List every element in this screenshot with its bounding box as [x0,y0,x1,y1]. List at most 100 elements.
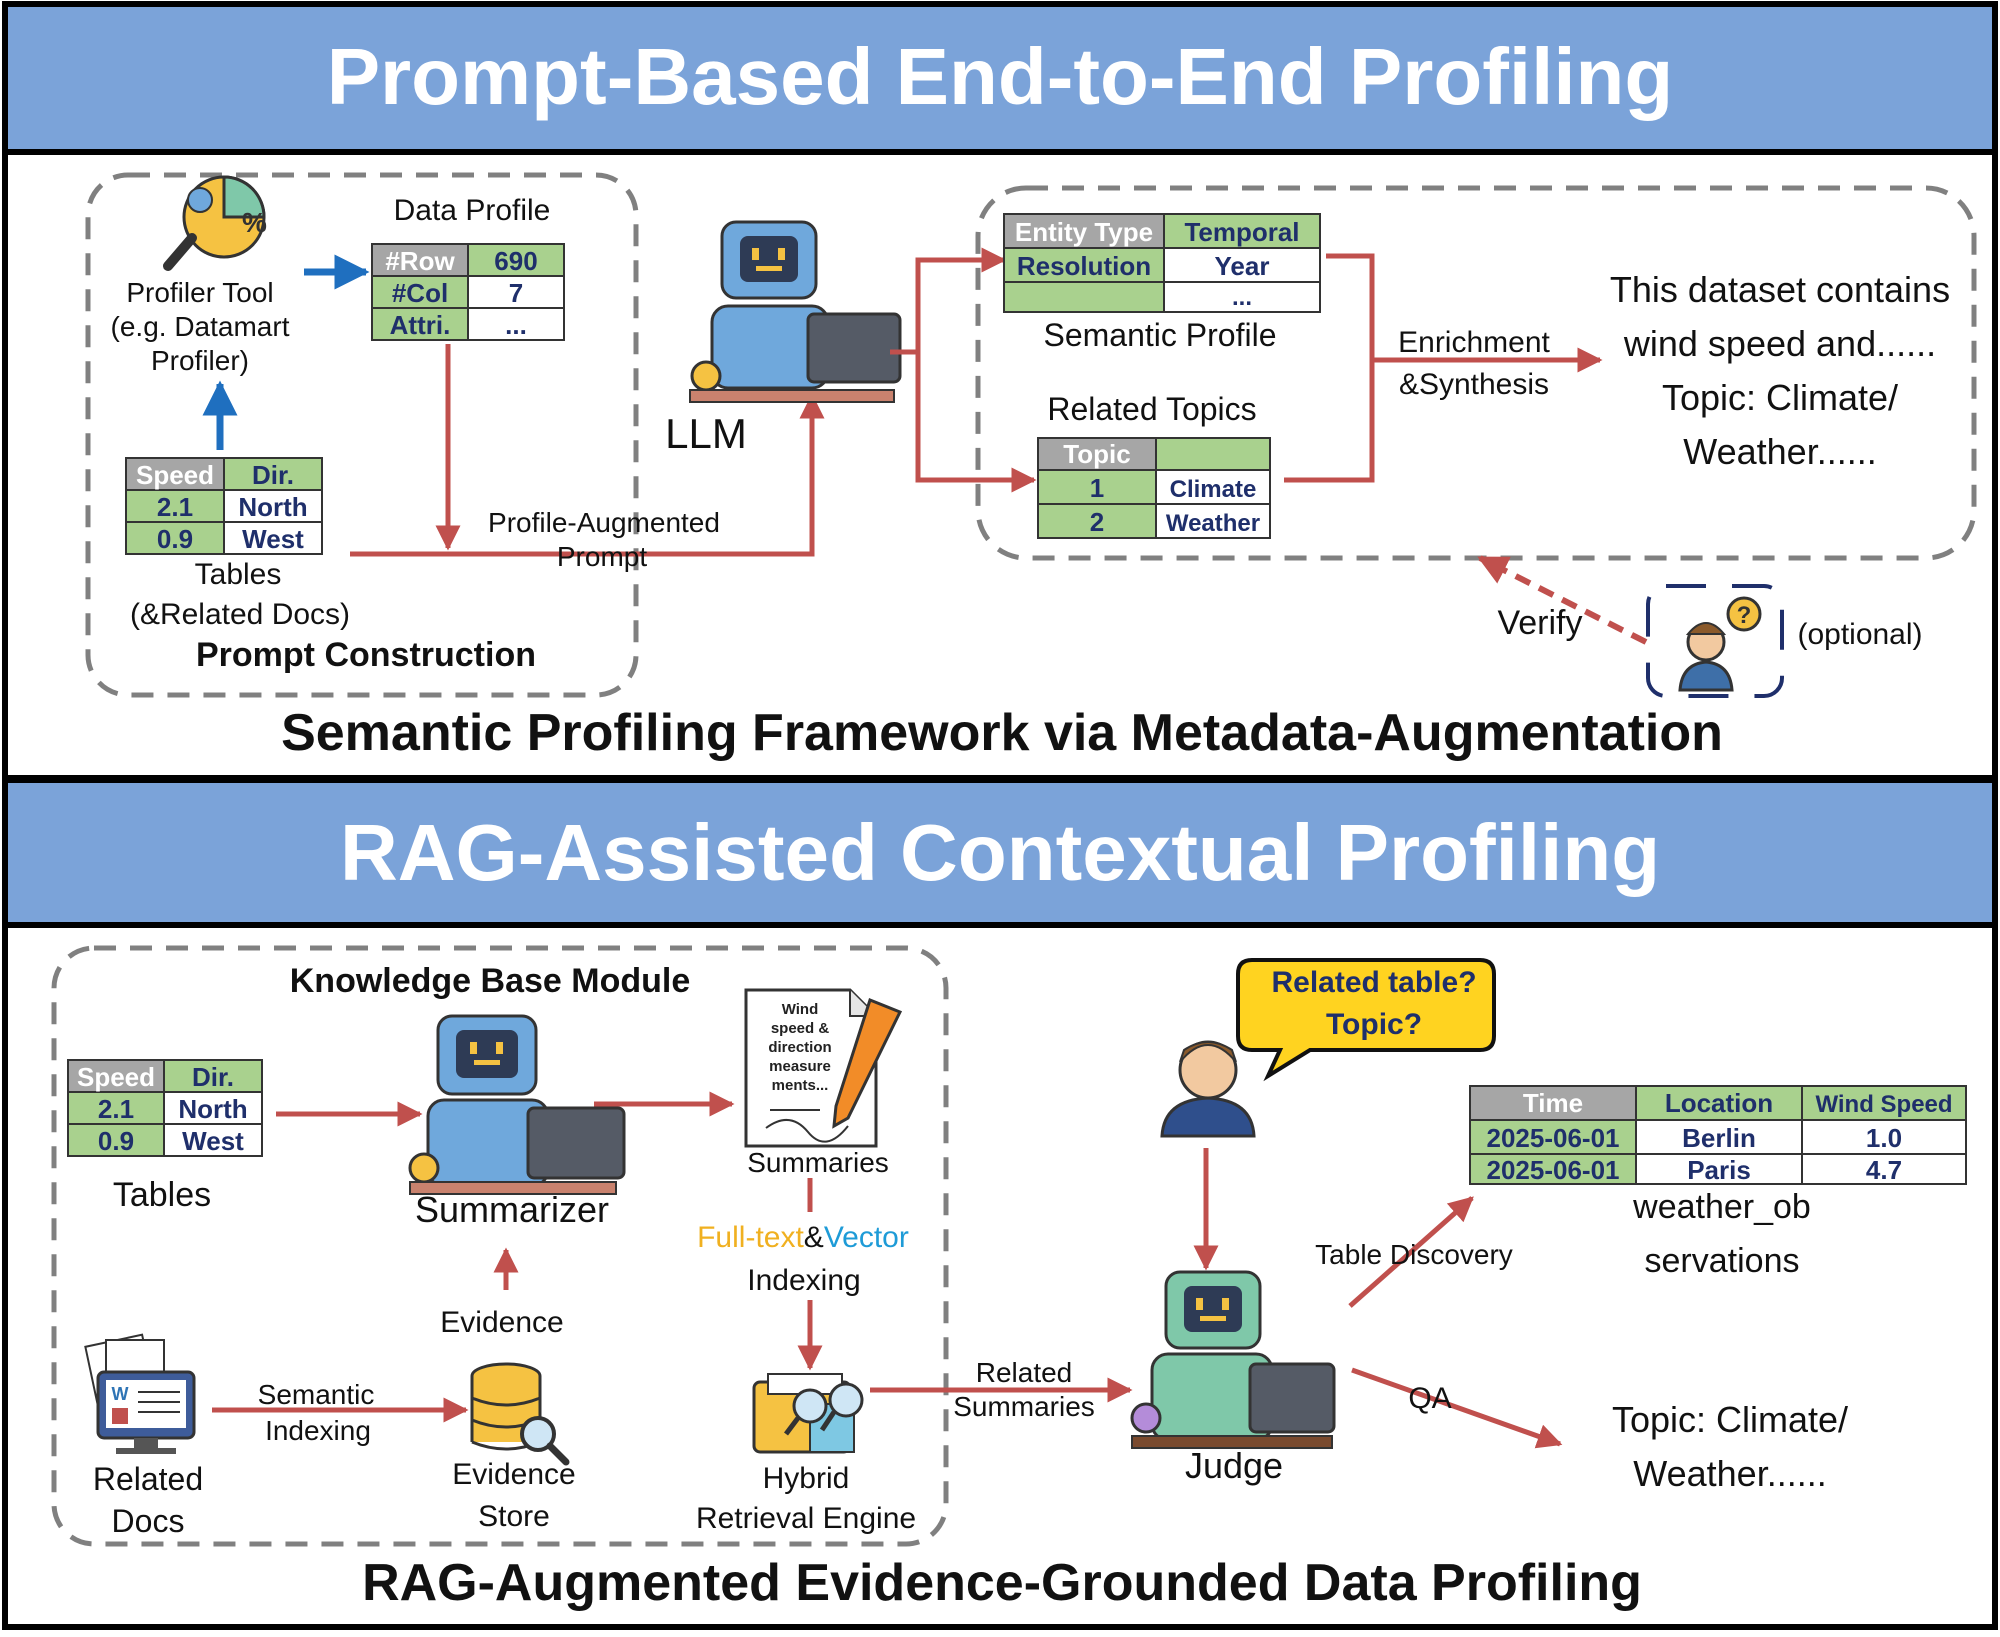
semantic-cell: Year [1215,251,1270,281]
judge-label: Judge [1185,1445,1283,1486]
top-tables-table: Speed Dir. 2.1 North 0.9 West [125,457,323,555]
verify-label: Verify [1497,604,1582,642]
semantic-profile-label: Semantic Profile [1044,317,1277,353]
knowledge-base-group [51,945,949,1547]
bottom-topic-text-1: Topic: Climate/ [1612,1399,1848,1440]
evidence-store-label-1: Evidence [452,1458,575,1491]
prompt-to-llm-arrow [350,393,825,557]
top-table-cell: Dir. [252,460,294,490]
data-profile-cell: #Col [392,278,448,308]
result-table-cell: 4.7 [1866,1155,1902,1185]
top-table-cell: 0.9 [157,524,193,554]
hybrid-label-1: Hybrid [763,1462,850,1495]
doc-text-line: speed & [771,1020,830,1037]
hybrid-label-2: Retrieval Engine [696,1502,916,1535]
summarizer-robot-icon [408,1014,626,1195]
result-table-cell: 2025-06-01 [1487,1155,1620,1185]
bottom-tables-table: Speed Dir. 2.1 North 0.9 West [67,1059,263,1157]
related-summaries-label-1: Related [976,1357,1073,1388]
question-bubble [1236,958,1496,1082]
table-name-2: servations [1645,1242,1800,1280]
semantic-cell: ... [1232,284,1252,311]
bottom-table-cell: Speed [77,1062,155,1092]
data-profile-table: #Row 690 #Col 7 Attri. ... [371,243,565,341]
top-related-docs-label: (&Related Docs) [130,598,350,631]
hybrid-retrieval-icon [752,1373,864,1454]
table-discovery-arrow [1348,1196,1474,1308]
data-profile-cell: Attri. [390,310,451,340]
doc-text-line: Wind [782,1001,819,1018]
qa-arrow [1351,1367,1563,1449]
qa-label: QA [1408,1382,1451,1415]
human-verifier-icon: ? [1678,596,1762,692]
bottom-panel [2,922,1998,1630]
topic-cell: 2 [1090,507,1104,537]
summarizer-label: Summarizer [415,1189,609,1230]
user-icon [1160,1040,1256,1138]
data-profile-cell: #Row [385,246,455,276]
related-docs-label-1: Related [93,1461,203,1497]
topic-table: Topic 1 Climate 2 Weather [1037,437,1271,539]
llm-label: LLM [665,410,747,457]
result-text-3: Topic: Climate/ [1662,377,1898,418]
result-text-4: Weather...... [1683,431,1876,472]
bottom-tables-label: Tables [113,1176,211,1214]
bubble-text-2: Topic? [1326,1008,1422,1041]
fulltext-vector-label: Full-text&Vector [697,1221,909,1254]
svg-text:W: W [112,1384,129,1404]
semantic-cell: Resolution [1017,251,1151,281]
profiler-tool-label-3: Profiler) [151,345,249,376]
doc-text-line: measure [769,1058,831,1075]
result-text-1: This dataset contains [1610,269,1950,310]
result-table-cell: Location [1665,1088,1773,1118]
human-verifier-frame [1646,584,1784,698]
semantic-cell: Entity Type [1015,217,1153,247]
evidence-store-label-2: Store [478,1500,550,1533]
related-docs-icon: W [84,1333,196,1454]
result-table-cell: Berlin [1682,1123,1756,1153]
summaries-document-icon [744,988,903,1148]
semantic-output-group [975,185,1977,561]
llm-to-semantic-arrow [890,247,1007,355]
topics-merge-line [1284,360,1375,483]
table-discovery-label: Table Discovery [1315,1239,1513,1270]
fulltext-vector-amp: & [804,1221,824,1254]
table-name-1: weather_ob [1632,1188,1811,1226]
profiler-tool-label-2: (e.g. Datamart [111,311,290,342]
profile-augmented-label-2: Prompt [557,541,647,572]
related-summaries-label-2: Summaries [953,1391,1095,1422]
result-table-cell: Paris [1687,1155,1751,1185]
llm-robot-icon [689,220,902,403]
judge-robot-icon [1130,1270,1336,1449]
top-table-cell: Speed [136,460,214,490]
verify-arrow [1477,555,1648,645]
topic-cell: Weather [1166,510,1260,537]
top-table-cell: North [238,492,307,522]
svg-text:%: % [242,207,267,238]
enrichment-label-1: Enrichment [1398,326,1550,359]
profiler-tool-label-1: Profiler Tool [126,277,273,308]
result-text-2: wind speed and...... [1623,323,1936,364]
bottom-caption: RAG-Augmented Evidence-Grounded Data Pro… [362,1554,1642,1612]
top-banner-title: Prompt-Based End-to-End Profiling [327,32,1674,121]
semantic-indexing-label-2: Indexing [265,1415,371,1446]
profile-augmented-label-1: Profile-Augmented [488,507,720,538]
result-table: Time Location Wind Speed 2025-06-01 Berl… [1469,1085,1967,1185]
bottom-table-cell: North [178,1094,247,1124]
indexing-label: Indexing [747,1264,860,1297]
vector-label: Vector [824,1221,909,1254]
summaries-label: Summaries [747,1147,889,1178]
prompt-construction-label: Prompt Construction [196,636,536,674]
semantic-merge-line [1326,253,1375,360]
top-tables-label: Tables [195,558,282,591]
top-table-cell: 2.1 [157,492,193,522]
prompt-construction-group [85,172,639,698]
bottom-table-cell: 0.9 [98,1126,134,1156]
bottom-banner-title: RAG-Assisted Contextual Profiling [340,808,1660,897]
doc-text-line: ments... [772,1077,829,1094]
kb-module-label: Knowledge Base Module [290,962,691,1000]
topic-cell: Topic [1063,439,1130,469]
top-table-cell: West [242,524,304,554]
semantic-profile-table: Entity Type Temporal Resolution Year ... [1003,213,1321,313]
